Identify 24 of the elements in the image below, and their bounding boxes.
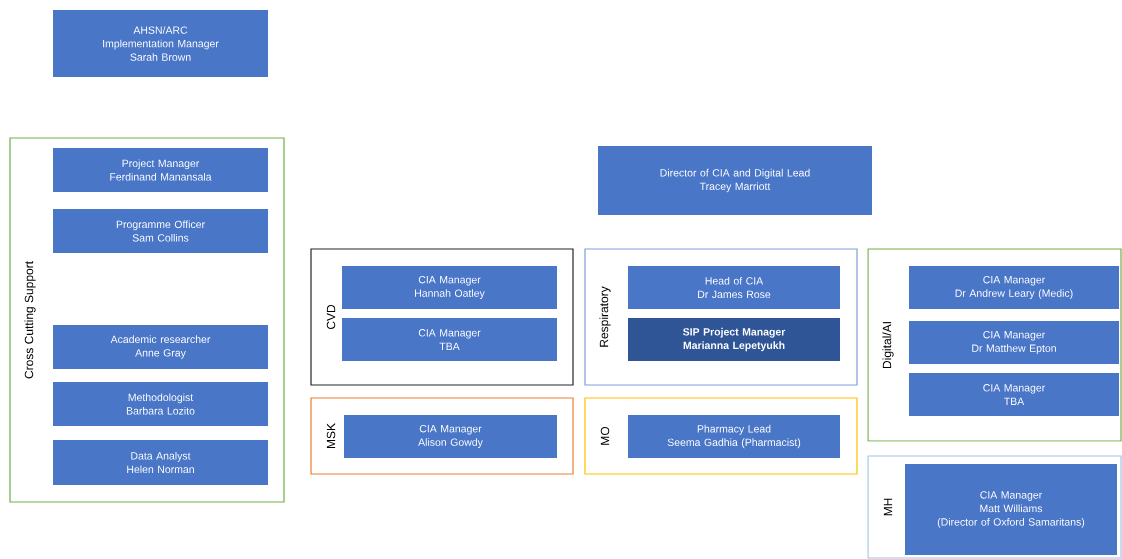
group-label: MSK (326, 423, 336, 448)
group-label: Cross Cutting Support (24, 261, 36, 379)
role-box: Director of CIA and Digital Lead Tracey Marriott (598, 146, 872, 215)
role-box: CIA Manager TBA (342, 318, 557, 361)
role-box: Programme Officer Sam Collins (53, 209, 268, 253)
group-label: MO (600, 426, 610, 445)
role-box: CIA Manager TBA (909, 373, 1119, 416)
role-box: CIA Manager Hannah Oatley (342, 266, 557, 309)
role-box: Pharmacy Lead Seema Gadhia (Pharmacist) (628, 415, 840, 458)
role-box: CIA Manager Matt Williams (Director of Oxford Samaritans) (905, 464, 1117, 555)
role-box: Data Analyst Helen Norman (53, 440, 268, 485)
role-box: Academic researcher Anne Gray (53, 325, 268, 369)
group-label: Respiratory (599, 286, 611, 347)
role-box: Project Manager Ferdinand Manansala (53, 148, 268, 192)
role-box: Head of CIA Dr James Rose (628, 266, 840, 309)
role-box: Methodologist Barbara Lozito (53, 382, 268, 426)
role-box: AHSN/ARC Implementation Manager Sarah Brown (53, 10, 268, 77)
role-box: CIA Manager Dr Andrew Leary (Medic) (909, 266, 1119, 309)
role-box: SIP Project Manager Marianna Lepetyukh (628, 318, 840, 361)
group-label: Digital/AI (882, 322, 894, 368)
group-label: CVD (326, 304, 336, 330)
role-box: CIA Manager Alison Gowdy (344, 415, 557, 458)
group-label: MH (883, 498, 893, 516)
role-box: CIA Manager Dr Matthew Epton (909, 321, 1119, 364)
